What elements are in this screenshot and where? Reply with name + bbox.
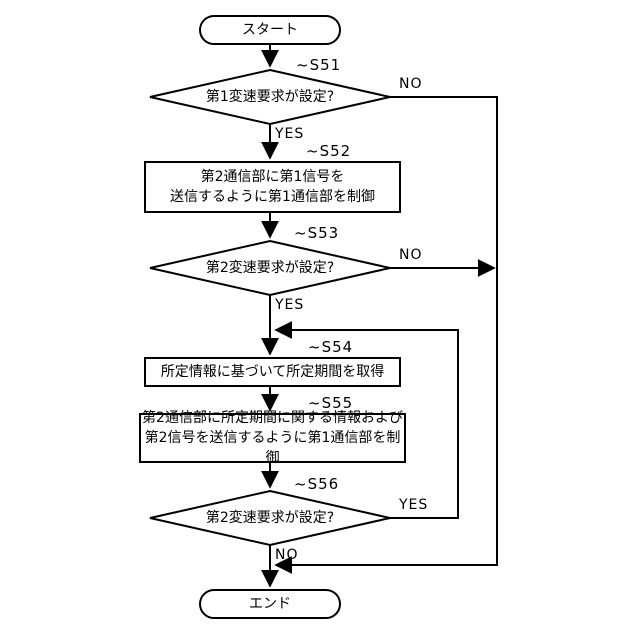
- step-tag-s55: ~S55: [308, 394, 354, 412]
- step-tag-s51: ~S51: [296, 56, 342, 74]
- branch-no-s53: NO: [399, 247, 423, 263]
- process-s54-shape: [144, 357, 401, 387]
- no-path-s51-right-rail: [274, 96, 498, 574]
- end-terminal-shape: [199, 589, 341, 619]
- decision-s56-label: 第2変速要求が設定?: [205, 509, 335, 526]
- decision-s53-shape: [149, 239, 391, 297]
- decision-s51-shape: [149, 68, 391, 126]
- start-node-label: スタート: [242, 21, 298, 38]
- end-node-label: エンド: [249, 595, 291, 612]
- step-tag-s54: ~S54: [308, 338, 354, 356]
- decision-s51-label: 第1変速要求が設定?: [205, 88, 335, 105]
- yes-feedback-path-s56: [274, 321, 459, 519]
- process-s52-label: 第2通信部に第1信号を 送信するように第1通信部を制御: [170, 168, 375, 205]
- step-tag-s53: ~S53: [294, 224, 340, 242]
- process-s55-shape: [139, 413, 406, 463]
- start-terminal-shape: [199, 15, 341, 45]
- branch-yes-s53: YES: [275, 297, 305, 313]
- process-s55-label: 第2通信部に所定期間に関する情報および 第2信号を送信するように第1通信部を制御: [142, 409, 403, 467]
- branch-yes-s56: YES: [399, 497, 429, 513]
- decision-s56-shape: [149, 489, 391, 547]
- process-s54-label: 所定情報に基づいて所定期間を取得: [160, 363, 385, 380]
- branch-no-s51: NO: [399, 76, 423, 92]
- process-s52-shape: [144, 161, 401, 213]
- step-tag-s56: ~S56: [294, 475, 340, 493]
- branch-no-s56: NO: [275, 547, 299, 563]
- branch-yes-s51: YES: [275, 126, 305, 142]
- decision-s53-label: 第2変速要求が設定?: [205, 259, 335, 276]
- step-tag-s52: ~S52: [306, 142, 352, 160]
